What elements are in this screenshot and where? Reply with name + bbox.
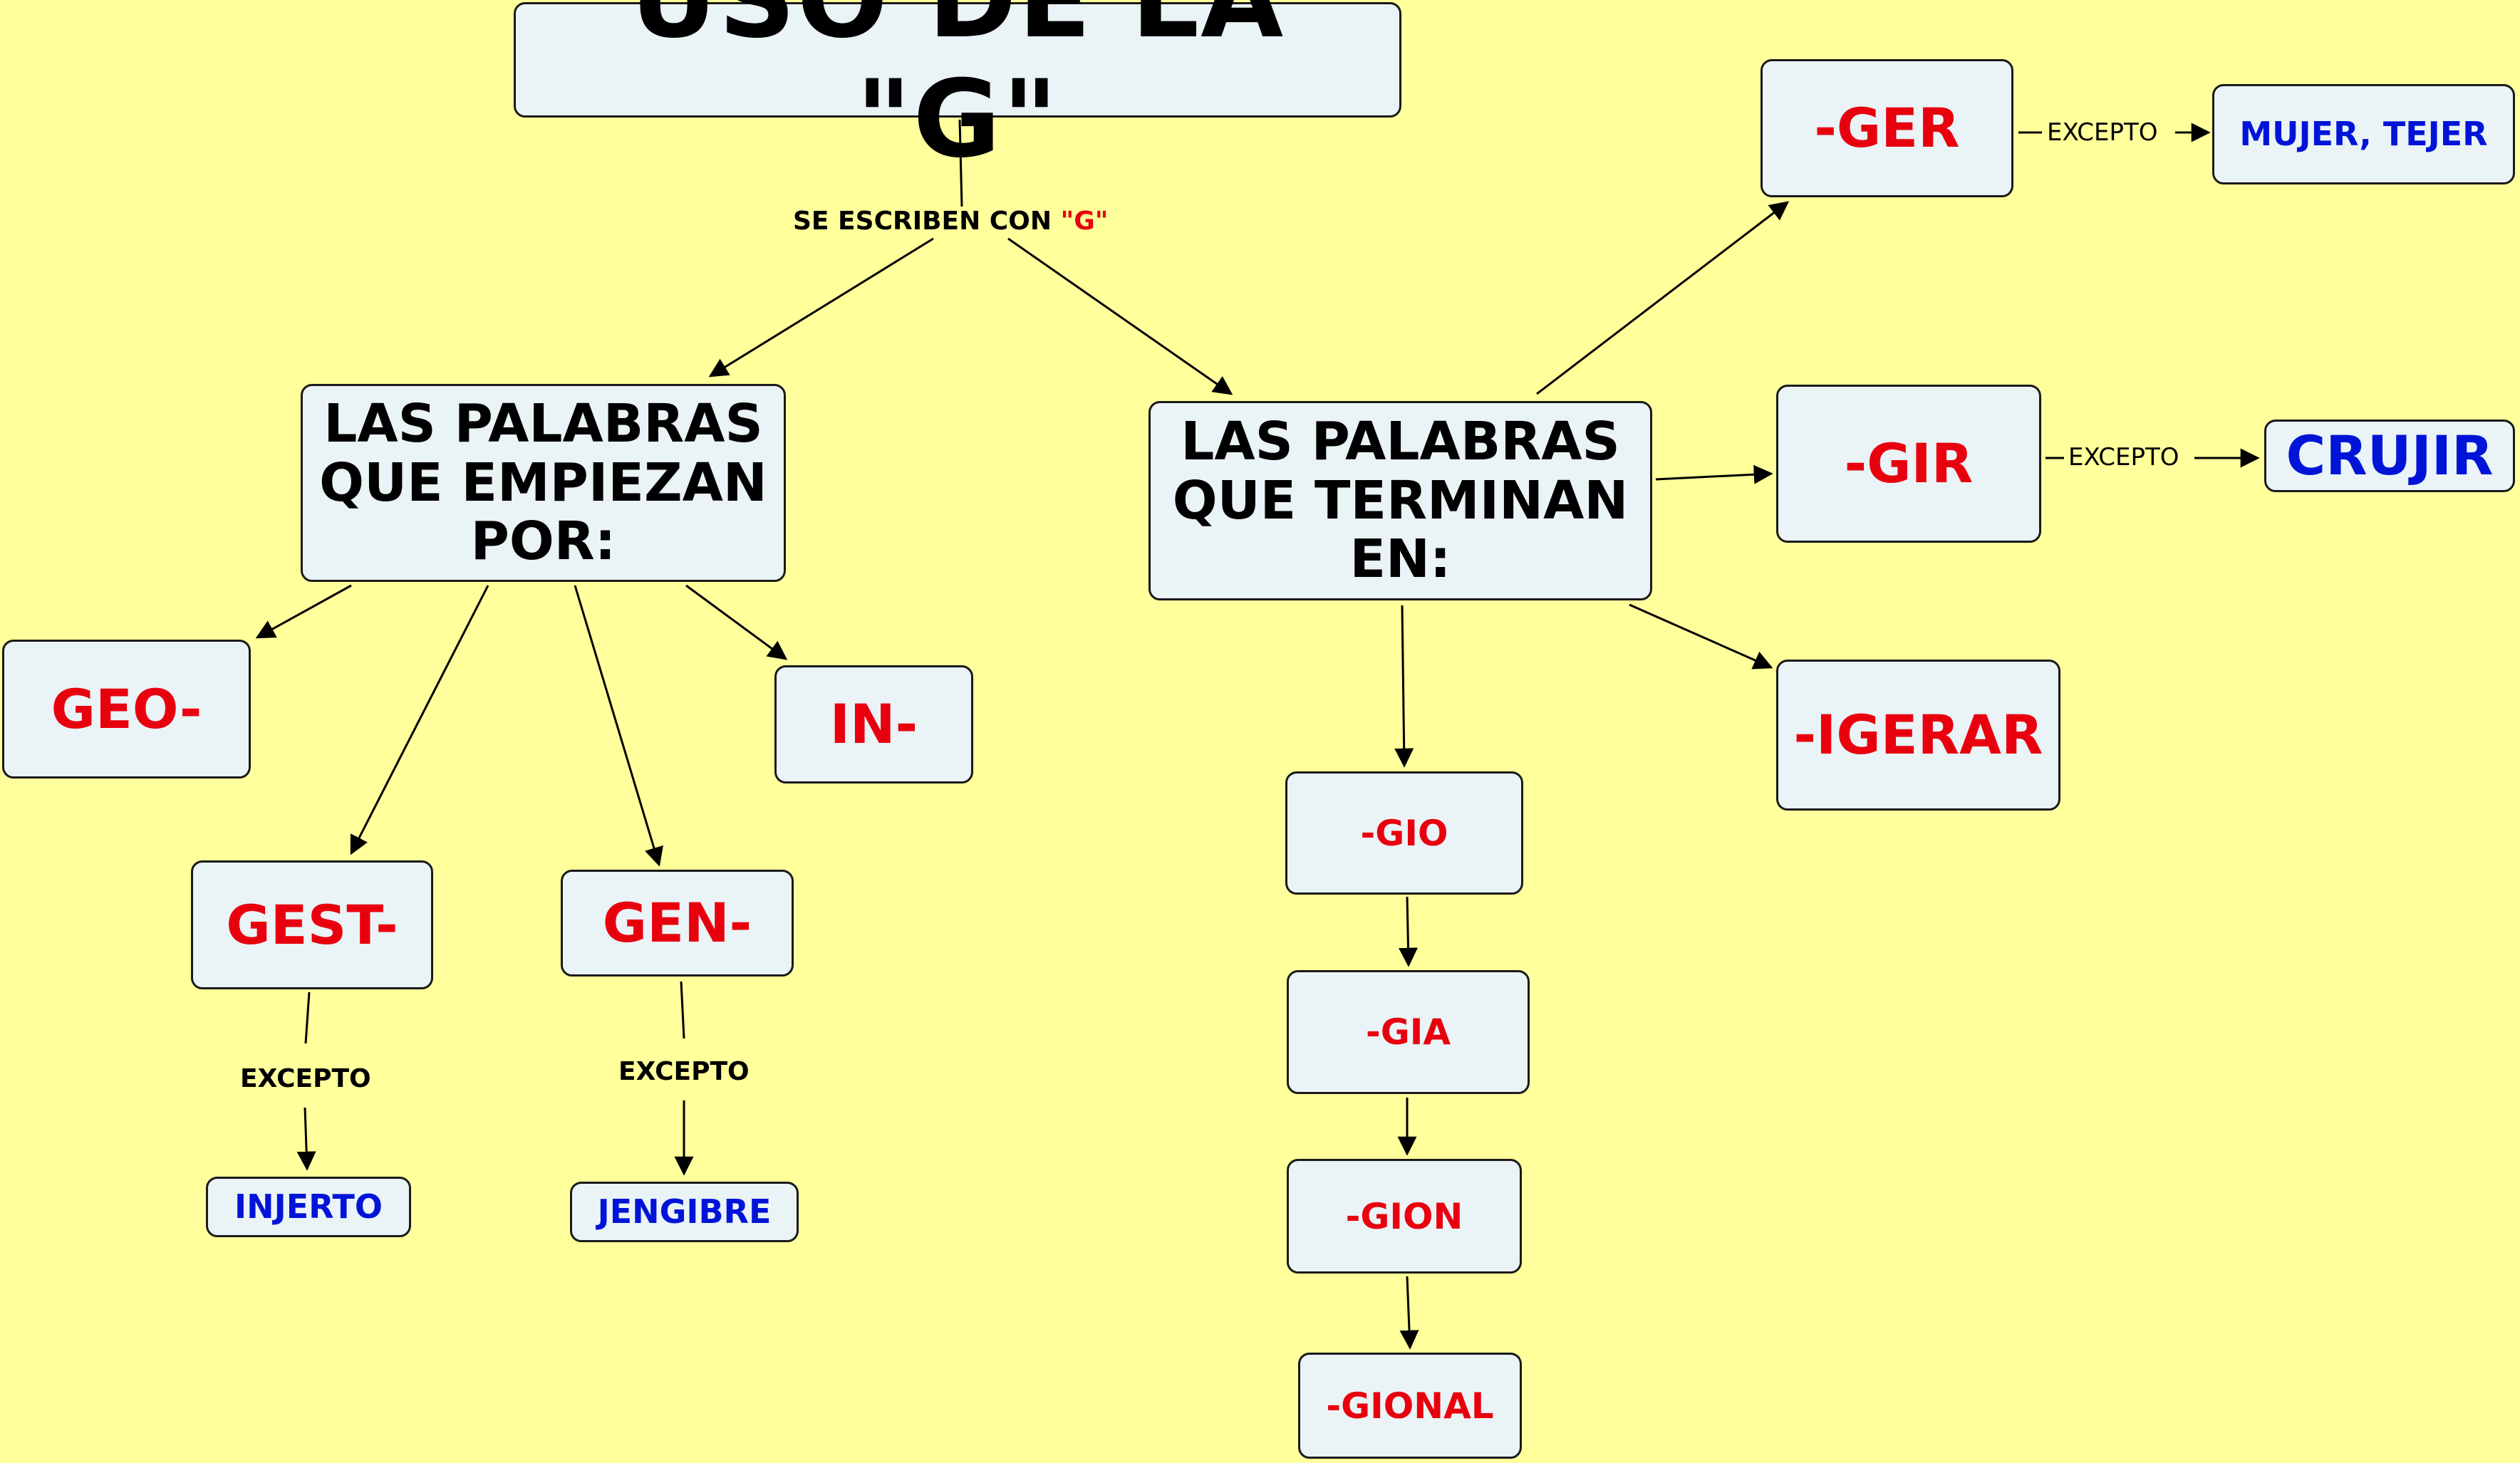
node-crujir: CRUJIR	[2264, 420, 2515, 492]
connector-to-terminan	[1007, 237, 1233, 395]
gest-excepto-text: EXCEPTO	[240, 1064, 371, 1093]
root-link-text: SE ESCRIBEN CON	[793, 207, 1061, 236]
page-title: USO DE LA "G"	[514, 0, 1401, 179]
gir-excepto-label: EXCEPTO	[2068, 443, 2179, 472]
node-geo-text: GEO-	[51, 677, 202, 741]
connector-excepto-injerto	[296, 1107, 316, 1171]
node-injerto-text: INJERTO	[234, 1187, 383, 1226]
node-gio: -GIO	[1285, 771, 1523, 895]
node-gio-text: -GIO	[1360, 812, 1448, 854]
node-gir: -GIR	[1776, 385, 2041, 543]
root-link-highlight: "G"	[1060, 207, 1109, 236]
node-gional-text: -GIONAL	[1326, 1385, 1494, 1427]
node-in: IN-	[774, 665, 973, 783]
node-igerar: -IGERAR	[1776, 660, 2060, 811]
connector-gir	[1655, 464, 1773, 484]
connector-ger	[1536, 201, 1790, 395]
root-link-label: SE ESCRIBEN CON "G"	[793, 207, 1109, 236]
node-geo: GEO-	[2, 640, 251, 779]
gest-excepto-label: EXCEPTO	[240, 1064, 371, 1093]
node-mujer-tejer: MUJER, TEJER	[2212, 84, 2515, 184]
node-in-text: IN-	[829, 692, 918, 756]
connector-in	[685, 584, 788, 660]
node-gion: -GION	[1287, 1159, 1522, 1274]
connector-gio	[1394, 605, 1414, 768]
node-crujir-text: CRUJIR	[2286, 424, 2494, 488]
node-gest: GEST-	[191, 860, 433, 989]
concept-empiezan: LAS PALABRAS QUE EMPIEZAN POR:	[301, 384, 786, 582]
connector-to-empiezan	[708, 237, 934, 378]
gir-excepto-text: EXCEPTO	[2068, 443, 2179, 472]
connector-gional	[1399, 1276, 1419, 1350]
node-gional: -GIONAL	[1298, 1353, 1522, 1459]
node-gion-text: -GION	[1345, 1195, 1463, 1237]
node-igerar-text: -IGERAR	[1793, 703, 2043, 767]
concept-empiezan-line-3: POR:	[470, 511, 616, 573]
connector-gest	[350, 585, 489, 855]
connector-gen-excepto	[680, 981, 685, 1039]
node-ger-text: -GER	[1814, 96, 1960, 160]
ger-excepto-label: EXCEPTO	[2047, 118, 2158, 147]
node-mujer-tejer-text: MUJER, TEJER	[2239, 114, 2488, 153]
title-text: USO DE LA "G"	[630, 0, 1285, 182]
node-injerto: INJERTO	[206, 1177, 411, 1237]
node-jengibre: JENGIBRE	[570, 1182, 799, 1242]
node-gen-text: GEN-	[602, 891, 752, 955]
node-gir-text: -GIR	[1844, 432, 1974, 496]
concept-empiezan-line-2: QUE EMPIEZAN	[319, 452, 767, 514]
connector-gest-excepto	[304, 991, 311, 1044]
node-gia: -GIA	[1287, 970, 1530, 1094]
ger-excepto-text: EXCEPTO	[2047, 118, 2158, 147]
node-gen: GEN-	[561, 870, 794, 977]
connector-gen	[574, 585, 663, 867]
concept-terminan-line-3: EN:	[1349, 529, 1451, 590]
concept-empiezan-line-1: LAS PALABRAS	[323, 392, 763, 454]
concept-terminan-line-2: QUE TERMINAN	[1172, 469, 1629, 531]
gen-excepto-label: EXCEPTO	[618, 1057, 750, 1086]
connector-geo	[255, 584, 352, 639]
connector-gia	[1398, 896, 1418, 967]
node-gia-text: -GIA	[1365, 1011, 1451, 1053]
node-ger: -GER	[1761, 59, 2013, 197]
gen-excepto-text: EXCEPTO	[618, 1057, 750, 1086]
node-gest-text: GEST-	[226, 892, 398, 957]
concept-terminan-line-1: LAS PALABRAS	[1181, 410, 1620, 472]
node-jengibre-text: JENGIBRE	[597, 1192, 772, 1231]
connector-igerar	[1629, 603, 1773, 670]
concept-terminan: LAS PALABRAS QUE TERMINAN EN:	[1148, 401, 1652, 600]
connector-root	[958, 119, 963, 207]
